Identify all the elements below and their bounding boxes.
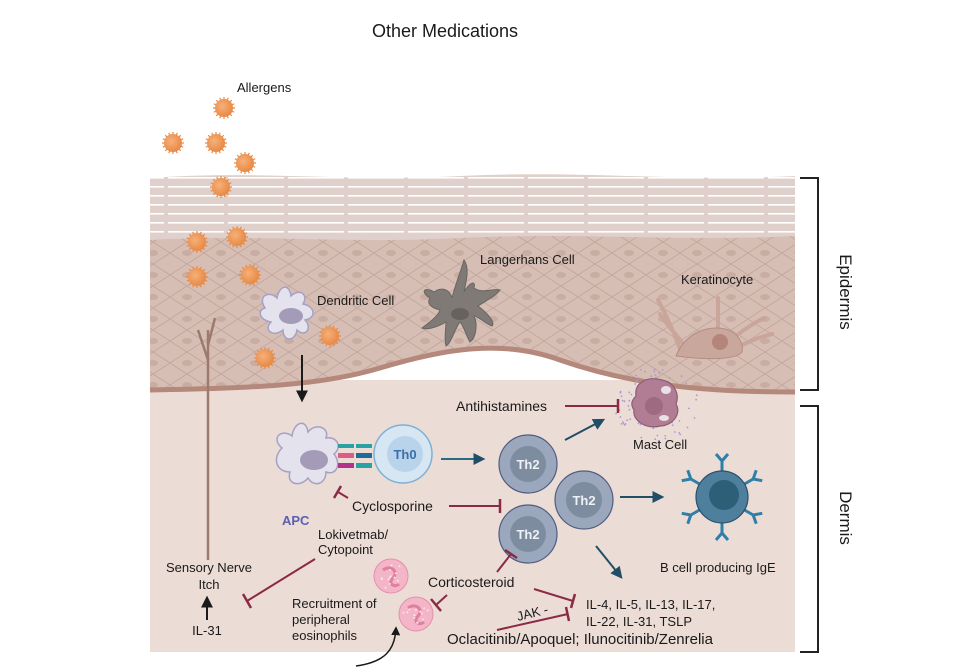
allergens-label: Allergens (237, 80, 292, 95)
recruitment-label-line2: peripheral (292, 612, 350, 627)
corticosteroid-label: Corticosteroid (428, 574, 514, 590)
cytokines-label-line1: IL-4, IL-5, IL-13, IL-17, (586, 597, 715, 612)
allergen-particle (186, 266, 208, 288)
dendritic-cell-label: Dendritic Cell (317, 293, 394, 308)
langerhans-cell-label: Langerhans Cell (480, 252, 575, 267)
allergen-particle (213, 97, 235, 119)
jak-drugs-label: Oclacitinib/Apoquel; Ilunocitinib/Zenrel… (447, 631, 714, 648)
apc-label: APC (282, 513, 310, 528)
th2-label: Th2 (572, 493, 595, 508)
eosinophil (399, 597, 433, 631)
il31-label: IL-31 (192, 623, 222, 638)
allergen-particle (186, 231, 208, 253)
itch-label: Itch (199, 577, 220, 592)
allergen-particle (319, 325, 341, 347)
th2-cell: Th2 (499, 505, 557, 563)
allergen-particle (234, 152, 256, 174)
epidermis-label: Epidermis (836, 254, 855, 330)
recruitment-label-line3: eosinophils (292, 628, 358, 643)
th0-label: Th0 (393, 447, 416, 462)
eosinophil (374, 559, 408, 593)
allergen-particle (226, 226, 248, 248)
dermis-label: Dermis (836, 491, 855, 545)
stratum-corneum (150, 174, 795, 242)
cytokines-label-line2: IL-22, IL-31, TSLP (586, 614, 692, 629)
mast-cell-label: Mast Cell (633, 437, 687, 452)
sensory-nerve-label: Sensory Nerve (166, 560, 252, 575)
allergen-particle (210, 176, 232, 198)
dermis-bracket: Dermis (800, 406, 855, 652)
b-cell-label: B cell producing IgE (660, 560, 776, 575)
allergen-particle (162, 132, 184, 154)
th0-cell: Th0 (374, 425, 432, 483)
allergen-particle (254, 347, 276, 369)
allergen-particle (205, 132, 227, 154)
th2-label: Th2 (516, 527, 539, 542)
th2-cell: Th2 (555, 471, 613, 529)
lokivetmab-label-line2: Cytopoint (318, 542, 373, 557)
recruitment-label-line1: Recruitment of (292, 596, 377, 611)
th2-cell: Th2 (499, 435, 557, 493)
diagram-title: Other Medications (372, 21, 518, 41)
antihistamines-label: Antihistamines (456, 398, 547, 414)
epidermis-bracket: Epidermis (800, 178, 855, 390)
allergen-particle (239, 264, 261, 286)
lokivetmab-label-line1: Lokivetmab/ (318, 527, 388, 542)
cyclosporine-label: Cyclosporine (352, 498, 433, 514)
keratinocyte-label: Keratinocyte (681, 272, 753, 287)
th2-label: Th2 (516, 457, 539, 472)
